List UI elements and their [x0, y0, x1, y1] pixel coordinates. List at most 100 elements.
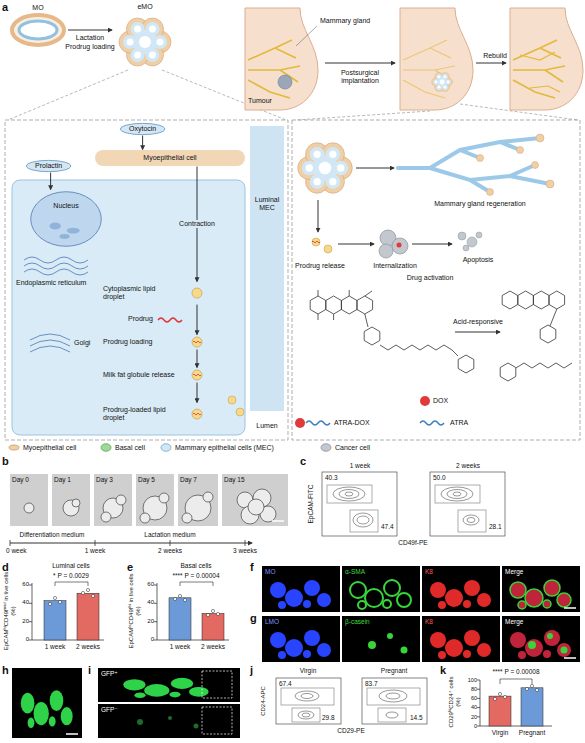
panel-letter: a — [2, 1, 8, 14]
text-label: 2 weeks — [76, 643, 100, 650]
panel-letter: h — [2, 664, 9, 677]
text-label: MO — [32, 4, 43, 12]
axis-tick: 40 — [147, 599, 154, 606]
text-label: Lactation medium — [144, 531, 195, 538]
node-outline — [30, 190, 102, 248]
text-label: Luminal cells — [52, 562, 90, 569]
prodrug-mark — [193, 413, 201, 415]
legend-text: Myoepithelial cell — [23, 444, 76, 451]
node-text: Prodrug loading — [103, 338, 178, 346]
droplet-step: Prodrug loading — [100, 335, 210, 349]
axis-tick: 0 — [26, 636, 29, 643]
text-label: 2 weeks — [456, 462, 480, 469]
text-label: 1 week — [45, 643, 66, 650]
text-label: Day 0 — [12, 476, 29, 483]
axis-tick: 60 — [147, 581, 154, 588]
text-label: 0 week — [6, 547, 27, 554]
text-label: 2 weeks — [201, 643, 225, 650]
text-label: 50.0 — [433, 474, 446, 481]
channel-label: Merge — [505, 618, 523, 625]
legend-text: Mammary epithelial cells (MEC) — [175, 444, 274, 451]
axis-tick: 40 — [471, 704, 477, 710]
text-label: Day 3 — [96, 476, 113, 483]
panel-letter: f — [250, 561, 254, 574]
channel-label: K8 — [425, 568, 433, 575]
droplet-step: Prodrug-loaded lipid droplet — [100, 403, 210, 425]
axis-tick: 20 — [471, 714, 477, 720]
text-label: Day 1 — [54, 476, 71, 483]
text-label: Day 15 — [224, 476, 245, 483]
text-label: **** P = 0.00004 — [172, 572, 219, 579]
legend-icon — [320, 443, 332, 452]
lipid-droplet — [192, 370, 202, 380]
text-label: EpCAMʰⁱCD49fᵐⁱᵈ in live cells (%) — [3, 571, 17, 651]
axis-tick: 60 — [471, 695, 477, 701]
panel-letter: d — [2, 561, 9, 574]
node-text: Oxytocin — [129, 125, 156, 133]
lipid-droplet — [192, 337, 202, 347]
axis-tick: 20 — [22, 618, 29, 625]
panel-letter: j — [250, 664, 253, 677]
flow-arrow — [197, 305, 198, 335]
panel-letter: b — [2, 455, 9, 468]
axis-tick: 0 — [151, 636, 154, 643]
legend-item: Myoepithelial cell — [8, 443, 76, 452]
legend-item: Basal cell — [100, 443, 145, 452]
text-label: Apoptosis — [463, 256, 494, 264]
text-label: Day 7 — [180, 476, 197, 483]
panel-letter: g — [250, 612, 257, 625]
prodrug-mark — [193, 374, 201, 376]
text-label: Differentiation medium — [20, 531, 85, 538]
text-label: Drug activation — [407, 274, 454, 282]
text-label: 29.8 — [322, 714, 335, 721]
text-label: Endoplasmic reticulum — [16, 279, 86, 287]
hormone-oval: Oxytocin — [120, 123, 165, 135]
text-label: 14.5 — [410, 714, 423, 721]
text-label: Prodrug — [128, 315, 153, 323]
text-label: CD29ʰⁱCD24⁺ cells (%) — [448, 674, 462, 730]
flow-arrow — [142, 136, 143, 150]
panel-letter: c — [300, 455, 306, 468]
legend-icon — [100, 443, 112, 452]
text-label: Day 5 — [138, 476, 155, 483]
text-label: Prodrug release — [295, 262, 345, 270]
legend-item: Cancer cell — [320, 443, 370, 452]
axis-tick: 0 — [474, 723, 477, 729]
text-label: 47.4 — [381, 523, 394, 530]
axis-tick: 80 — [471, 686, 477, 692]
text-label: eMO — [137, 3, 152, 11]
channel-label: MO — [265, 568, 275, 575]
channel-label: LMO — [265, 618, 279, 625]
channel-label: GFP⁻ — [101, 706, 118, 713]
text-label: 2 weeks — [158, 547, 182, 554]
text-label: Acid-responsive — [453, 318, 503, 326]
text-label: 3 weeks — [233, 547, 257, 554]
axis-tick: 20 — [147, 618, 154, 625]
channel-label: α-SMA — [345, 568, 365, 575]
node-text: Myoepithelial cell — [99, 154, 241, 162]
droplet-step: Milk fat globule release — [100, 368, 210, 382]
text-label: Golgi — [74, 339, 90, 347]
lipid-droplet — [192, 409, 202, 419]
flow-arrow — [197, 383, 198, 403]
panel-letter: i — [88, 664, 91, 677]
text-label: Pregnant — [381, 667, 407, 674]
prodrug-mark — [193, 341, 201, 343]
node-text: Prolactin — [35, 162, 62, 170]
text-label: EpCAMˡᵒCD49fʰⁱ in live cells (%) — [128, 571, 142, 651]
node-text: Nucleus — [32, 202, 100, 210]
text-label: EpCAM-FITC — [307, 469, 314, 539]
channel-label: Merge — [505, 568, 523, 575]
text-label: Mammary gland regeneration — [434, 200, 525, 208]
legend-icon — [160, 443, 172, 452]
text-label: CD49f-PE — [398, 539, 427, 546]
text-label: Luminal MEC — [251, 196, 283, 212]
channel-label: GFP⁺ — [101, 670, 118, 677]
text-label: ATRA — [450, 419, 468, 427]
text-label: 28.1 — [489, 523, 502, 530]
text-label: Pregnant — [519, 729, 545, 736]
nucleus-oval: Nucleus — [30, 190, 102, 248]
text-label: Lactation — [76, 34, 104, 42]
text-label: Rebuild — [483, 52, 507, 60]
